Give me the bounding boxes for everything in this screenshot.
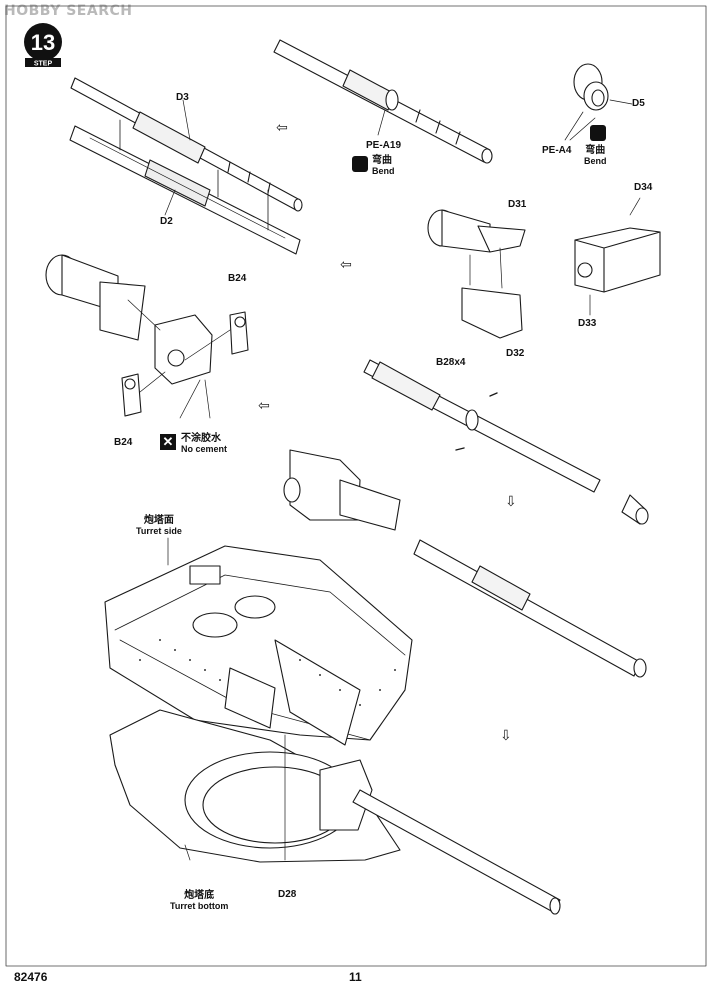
barrel-d2 — [69, 125, 301, 255]
label-d5: D5 — [632, 98, 645, 109]
label-b28x4: B28x4 — [436, 357, 466, 368]
bend-icon — [590, 125, 606, 141]
label-d31: D31 — [508, 199, 527, 210]
direction-arrow-icon: ⇦ — [340, 257, 352, 273]
watermark: HOBBY SEARCH — [4, 3, 133, 19]
turret-base — [109, 709, 401, 863]
direction-arrow-icon: ⇦ — [276, 120, 288, 136]
bend-icon — [352, 156, 368, 172]
label-b24-bottom: B24 — [114, 437, 133, 448]
label-pe-a4: PE-A4 — [542, 145, 572, 156]
direction-arrow-icon: ⇦ — [258, 398, 270, 414]
barrel-pe-a19 — [273, 39, 493, 164]
step-badge: 13 STEP — [24, 23, 62, 68]
barrel-b28 — [363, 359, 649, 525]
turret-gun — [319, 759, 561, 915]
label-d3: D3 — [176, 92, 189, 103]
label-d32: D32 — [506, 348, 525, 359]
label-d28: D28 — [278, 889, 297, 900]
direction-arrow-icon: ⇩ — [505, 494, 517, 510]
step-label: STEP — [34, 61, 53, 68]
no-cement-icon: ✕ — [160, 434, 176, 450]
part-d31 — [427, 209, 526, 253]
label-d33: D33 — [578, 318, 597, 329]
footer-code: 82476 — [14, 970, 48, 984]
cannon-assembled — [283, 449, 647, 678]
label-b24-top: B24 — [228, 273, 247, 284]
barrel-d3 — [70, 77, 303, 212]
part-d5 — [573, 63, 609, 111]
breech-assembly-left — [45, 254, 249, 417]
part-d32 — [461, 287, 523, 339]
step-number: 13 — [31, 30, 55, 55]
label-d34: D34 — [634, 182, 653, 193]
turret-rivets — [139, 639, 396, 706]
part-d33-d34 — [574, 227, 661, 293]
footer-page-number: 11 — [349, 970, 362, 984]
turret-body — [104, 545, 413, 746]
direction-arrow-icon: ⇩ — [500, 728, 512, 744]
label-pe-a19: PE-A19 — [366, 140, 402, 151]
label-d2: D2 — [160, 216, 173, 227]
